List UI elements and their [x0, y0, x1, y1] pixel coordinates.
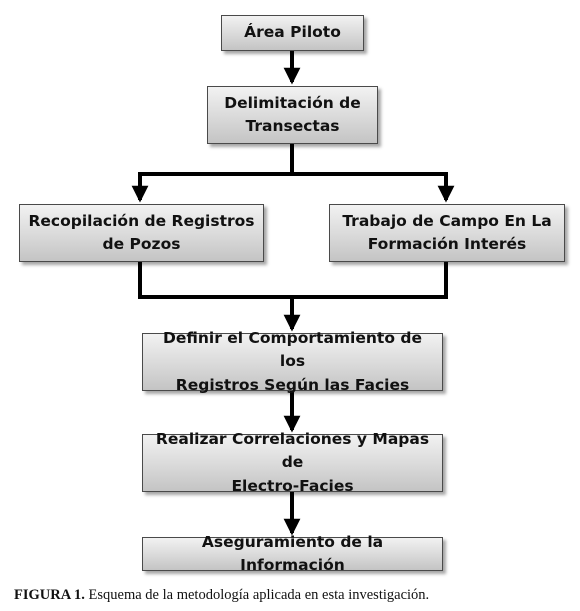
node-label: Área Piloto	[244, 23, 341, 42]
node-aseguramiento-informacion: Aseguramiento de la Información	[142, 533, 443, 574]
caption-label: FIGURA 1.	[14, 587, 85, 603]
node-label-line-1: Trabajo de Campo En La	[342, 211, 552, 230]
node-label-line-1: Definir el Comportamiento de los	[163, 329, 422, 371]
node-label-line-2: Electro-Facies	[231, 476, 354, 495]
node-definir-comportamiento: Definir el Comportamiento de los Registr…	[142, 329, 443, 394]
node-area-piloto: Área Piloto	[221, 15, 364, 51]
node-label-line-1: Recopilación de Registros	[28, 211, 255, 230]
node-trabajo-campo: Trabajo de Campo En La Formación Interés	[329, 204, 565, 262]
node-label-line-1: Delimitación de	[224, 93, 361, 112]
node-label-line-2: Transectas	[245, 117, 340, 135]
node-delimitacion-transectas: Delimitación de Transectas	[207, 86, 378, 144]
caption-text: Esquema de la metodología aplicada en es…	[84, 587, 430, 603]
node-label-line-2: de Pozos	[102, 235, 181, 253]
figure-caption: FIGURA 1. Esquema de la metodología apli…	[14, 587, 429, 604]
node-label-line-2: Formación Interés	[367, 235, 527, 253]
node-realizar-correlaciones: Realizar Correlaciones y Mapas de Electr…	[142, 430, 443, 495]
node-label-line-2: Registros Según las Facies	[175, 375, 410, 394]
node-label: Aseguramiento de la Información	[201, 532, 384, 574]
node-recopilacion-registros: Recopilación de Registros de Pozos	[19, 204, 264, 262]
node-label-line-1: Realizar Correlaciones y Mapas de	[155, 430, 430, 472]
